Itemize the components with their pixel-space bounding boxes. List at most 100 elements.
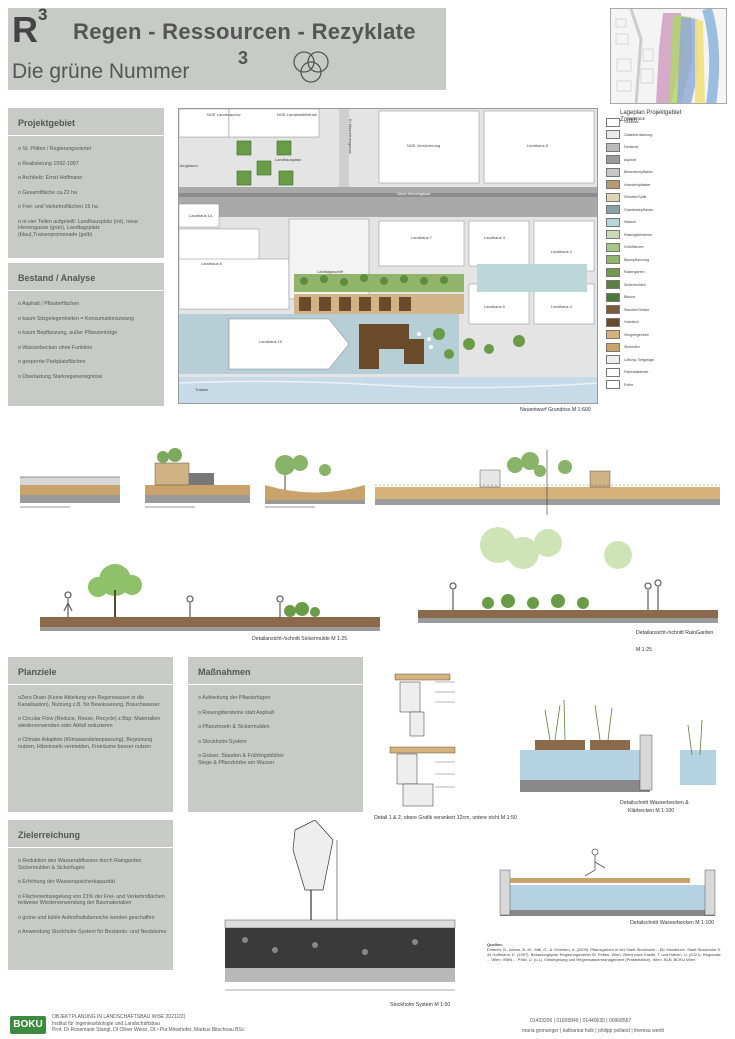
title-banner — [8, 8, 446, 90]
list-item: o Frei- und Verkehrsflächen 16 ha — [18, 204, 98, 210]
list-item: o gesperrte Parkplatzflächen — [18, 359, 86, 365]
site-plan: NOE Landesarchiv NOE Landesbibliothek La… — [178, 108, 598, 404]
massnahmen-title: Maßnahmen — [198, 667, 251, 677]
boku-logo: BOKU — [10, 1016, 46, 1034]
cross-sections-left — [10, 445, 375, 525]
plan-label: Landhaus 1A — [189, 213, 213, 218]
list-item: o kaum Sitzgelegenheiten = Konsumationsz… — [18, 315, 134, 322]
legend-swatch — [606, 155, 620, 165]
three-rings-icon — [293, 51, 329, 83]
plan-label: Landhaus 8 — [527, 143, 548, 148]
projektgebiet-panel: Projektgebiet o St. Pölten / Regierungsv… — [8, 108, 164, 258]
legend-label: Rasengittersteine — [624, 232, 652, 237]
legend-label: Poller — [624, 382, 634, 387]
legend-label: Sitzstufen — [624, 345, 640, 350]
legend-swatch — [606, 205, 620, 215]
stockholm-caption: Stockholm System M 1:50 — [390, 1002, 451, 1008]
legend-heading: LEGENDE — [628, 117, 646, 121]
list-item: o Pflanzinseln & Sickermulden — [198, 724, 270, 730]
plan-label: Landhaus 3 — [484, 235, 505, 240]
legend-swatch — [606, 267, 620, 277]
legend-swatch — [606, 317, 620, 327]
cross-sections-right — [375, 445, 720, 525]
legend-item: Sitzgelegenheit — [606, 329, 696, 342]
legend-label: Granitsteinpflaster — [624, 207, 654, 212]
plan-label: Jungbaum — [179, 163, 198, 168]
legend-label: Denkmal — [624, 145, 639, 150]
plan-label: NOE Versicherung — [407, 143, 441, 148]
projektgebiet-list: o St. Pölten / Regierungsviertel o Reali… — [18, 146, 158, 246]
legend-item: Holzsteinpflaster — [606, 179, 696, 192]
divider — [188, 684, 363, 685]
list-item: o in vier Teilen aufgeteilt: Landhauspla… — [18, 218, 139, 238]
legend-item: Denkmal — [606, 141, 696, 154]
legend-swatch — [606, 117, 620, 127]
plan-label: Landhaus 7 — [411, 235, 432, 240]
wasserbecken-caption-1: Detailschnitt Wasserbecken & — [620, 800, 689, 806]
logo-r3: R3 — [12, 5, 48, 50]
legend-item: Wasser — [606, 216, 696, 229]
projektgebiet-title: Projektgebiet — [18, 118, 76, 128]
legend-item: Sickermulden — [606, 279, 696, 292]
list-item: o Architekt: Ernst Hoffmann — [18, 175, 83, 181]
legend-label: Schotter/Splitt — [624, 195, 647, 200]
legend-item: Poller — [606, 379, 696, 392]
plan-label: Landhausplatz — [275, 157, 302, 162]
legend-label: Rasengarten — [624, 270, 645, 275]
location-map-caption: Lageplan Projektgebiet Zonen — [620, 110, 682, 123]
stockholm-system-drawing — [205, 819, 470, 1010]
raingarden-caption-1: Detailansicht-/schnitt RainGarden — [636, 630, 714, 636]
plan-label: Landhaus 6 — [201, 261, 222, 266]
wasserbecken-caption: Detailschnitt Wasserbecken M 1:100 — [630, 920, 714, 926]
legend-label: Lüftung-Tiefgarage — [624, 357, 655, 362]
legend-swatch — [606, 380, 620, 390]
massnahmen-panel: Maßnahmen o Aufweitung der Pflasterfugen… — [188, 657, 363, 812]
raingarden-caption-2: M 1:25 — [636, 647, 652, 653]
location-map — [610, 8, 727, 104]
divider — [8, 135, 164, 136]
legend-label: Holzdeck — [624, 320, 639, 325]
divider — [8, 684, 173, 685]
legend-label: Glasüberdachung — [624, 132, 653, 137]
legend-item: Grünflächen — [606, 241, 696, 254]
planziele-panel: Planziele oZero Drain (Keine Ableitung v… — [8, 657, 173, 812]
legend-swatch — [606, 167, 620, 177]
massnahmen-list: o Aufweitung der Pflasterfugen o Rasengi… — [198, 695, 357, 774]
bestand-panel: Bestand / Analyse o Asphalt / Pflasterfl… — [8, 263, 164, 406]
plan-label: Landtagsschiff — [317, 269, 343, 274]
divider — [8, 290, 164, 291]
plan-caption: Neuentwurf Grundriss M 1:600 — [520, 407, 591, 413]
plan-label: Landhaus 2 — [551, 249, 572, 254]
list-item: o Rasengittersteine statt Asphalt — [198, 709, 274, 716]
plan-label: NOE Landesbibliothek — [277, 112, 317, 117]
list-item: o Gräser, Stauden & Frühlingsblüher — [198, 753, 284, 759]
legend-item: Baumpflanzung — [606, 254, 696, 267]
plan-label: Landhaus 4 — [551, 304, 572, 309]
legend-swatch — [606, 355, 620, 365]
list-item: Stege & Pflanzkörbe am Wasser — [198, 759, 275, 766]
legend-item: Glasüberdachung — [606, 129, 696, 142]
legend-item: Asphalt — [606, 154, 696, 167]
poster-title: Regen - Ressourcen - Rezyklate — [73, 19, 416, 44]
list-item: o Erhöhung der Wasserspeicherkapazität — [18, 879, 115, 885]
legend-item: Rasengarten — [606, 266, 696, 279]
poster-subtitle: Die grüne Nummer — [12, 60, 190, 83]
list-item: o Überlastung Starkregenereignisse — [18, 373, 103, 380]
legend-item: Holzdeck — [606, 316, 696, 329]
legend-label: Wasser — [624, 220, 637, 225]
sources-title: Quellen: — [487, 942, 504, 947]
legend-swatch — [606, 367, 620, 377]
sources: Quellen: Embrén, B., Alvem, B.-M., Stål,… — [487, 942, 723, 962]
list-item: o Reduktion des Wasserabflusses durch Ra… — [18, 858, 142, 871]
planziele-list: oZero Drain (Keine Ableitung von Regenwa… — [18, 695, 167, 758]
legend-swatch — [606, 130, 620, 140]
footer-course: OBJEKTPLANUNG IN LANDSCHAFTSBAU WiSE 202… — [52, 1014, 245, 1033]
list-item: o Asphalt / Pflasterflächen — [18, 301, 80, 307]
student-names: maria gronanger | katharina holk | phili… — [522, 1028, 665, 1034]
list-item: o Circular Flow (Reduce, Reuse, Recycle)… — [18, 716, 161, 729]
legend-label: Holzsteinpflaster — [624, 182, 651, 187]
legend-swatch — [606, 230, 620, 240]
plan-label: Traisen — [195, 387, 209, 392]
sickermulde-caption: Detailansicht-/schnitt Sickermulde M 1:2… — [252, 636, 348, 642]
plan-label: Neue Herrengasse — [397, 191, 431, 196]
